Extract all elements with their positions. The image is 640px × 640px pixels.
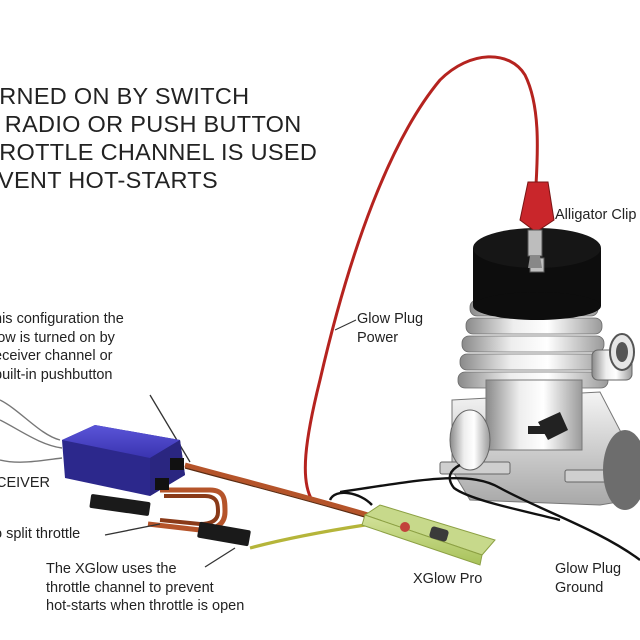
glow-plug-ground-label: Glow Plug Ground <box>555 560 621 597</box>
glow-ground-wire <box>328 476 640 561</box>
configuration-description: his configuration the low is turned on b… <box>0 310 124 384</box>
receiver-plug <box>170 458 184 470</box>
label-line: Ground <box>555 579 604 596</box>
split-connector <box>89 494 151 516</box>
config-line: low is turned on by <box>0 329 115 346</box>
heading-line: URNED ON BY SWITCH <box>0 83 250 109</box>
xglow-signal-lead <box>249 523 366 550</box>
throttle-lead <box>184 462 369 518</box>
heading-text: URNED ON BY SWITCH E RADIO OR PUSH BUTTO… <box>0 82 317 194</box>
receiver-plug-2 <box>155 478 169 490</box>
receiver-label: CEIVER <box>0 475 50 491</box>
glow-plug-power-label: Glow Plug Power <box>357 310 423 347</box>
throttle-connector <box>197 521 251 547</box>
xglow-pro-label: XGlow Pro <box>413 571 483 587</box>
heading-line: EVENT HOT-STARTS <box>0 167 218 193</box>
alligator-clip-label: Alligator Clip <box>555 207 637 223</box>
label-line: Power <box>357 329 399 346</box>
engine-backplate <box>603 430 640 510</box>
config-line: eceiver channel or <box>0 348 113 364</box>
heading-line: E RADIO OR PUSH BUTTON <box>0 111 302 137</box>
xglow-led <box>400 522 410 532</box>
engine-prop-hub <box>449 409 491 471</box>
alligator-clip <box>519 181 555 268</box>
config-line: built-in pushbutton <box>0 366 113 383</box>
label-line: throttle channel to prevent <box>46 579 214 596</box>
label-line: Glow Plug <box>555 561 622 577</box>
wires <box>0 55 640 568</box>
engine-cylinder <box>485 379 583 451</box>
label-line: Glow Plug <box>357 311 424 327</box>
config-line: his configuration the <box>0 311 124 327</box>
glow-power-wire <box>303 55 539 501</box>
leader-split <box>104 523 161 536</box>
leader-xglow <box>204 547 236 568</box>
label-line: hot-starts when throttle is open <box>46 598 245 614</box>
leader-power <box>334 319 357 331</box>
xglow-description: The XGlow uses the throttle channel to p… <box>46 560 244 616</box>
xglow-pro-unit <box>361 504 496 566</box>
split-throttle-label: o split throttle <box>0 526 81 542</box>
label-line: The XGlow uses the <box>46 561 177 577</box>
heading-line: HROTTLE CHANNEL IS USED <box>0 139 318 165</box>
glow-ground-lead <box>448 463 561 522</box>
xglow-pushbutton <box>429 526 449 542</box>
receiver <box>62 425 185 496</box>
antenna-wire <box>0 399 63 463</box>
leader-config <box>149 394 191 463</box>
engine <box>439 228 640 510</box>
